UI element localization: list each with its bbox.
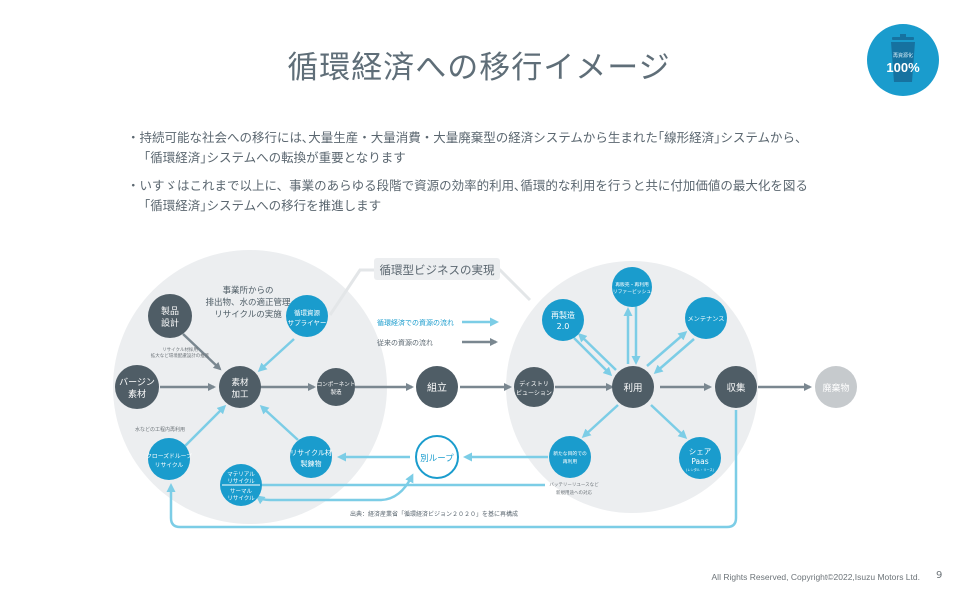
svg-text:収集: 収集	[726, 382, 746, 394]
svg-text:メンテナンス: メンテナンス	[687, 316, 724, 323]
svg-text:廃棄物: 廃棄物	[822, 382, 849, 394]
node-resale: 再販売・再利用 リファービッシュ	[612, 267, 652, 307]
bullet-item: ・いすゞはこれまで以上に、事業のあらゆる段階で資源の効率的利用､循環的な利用を行…	[127, 176, 808, 216]
header-box-text: 循環型ビジネスの実現	[380, 263, 495, 277]
water-note: 水などの工程内再利用	[135, 426, 185, 433]
svg-text:リサイクル: リサイクル	[155, 462, 184, 469]
svg-text:クローズドループ: クローズドループ	[146, 452, 192, 460]
svg-text:マテリアル: マテリアル	[227, 471, 255, 478]
node-material-processing: 素材 加工	[219, 366, 261, 408]
header-box	[374, 258, 500, 280]
battery-note-line: バッテリーリユースなど	[549, 481, 599, 488]
svg-text:(レンタル・リース): (レンタル・リース)	[686, 467, 714, 472]
badge-label: 再資源化	[892, 53, 913, 59]
page-title: 循環経済への移行イメージ	[287, 50, 671, 86]
bullet-list: ・持続可能な社会への移行には､大量生産・大量消費・大量廃棄型の経済システムから生…	[127, 128, 808, 224]
bullet-line: ・持続可能な社会への移行には､大量生産・大量消費・大量廃棄型の経済システムから生…	[127, 130, 808, 145]
svg-text:再利用: 再利用	[563, 458, 578, 465]
badge-value: 100%	[886, 60, 920, 75]
bullet-line: ｢循環経済｣システムへの移行を推進します	[144, 198, 382, 213]
svg-text:素材: 素材	[231, 377, 249, 388]
copyright-footer: All Rights Reserved, Copyright©2022,Isuz…	[711, 572, 920, 582]
node-maintenance: メンテナンス	[685, 297, 727, 339]
node-closed-loop: クローズドループ リサイクル	[146, 438, 192, 480]
svg-text:製品: 製品	[161, 305, 179, 317]
svg-text:再販売・再利用: 再販売・再利用	[615, 281, 649, 288]
svg-text:ビューション: ビューション	[516, 389, 552, 397]
node-recycled-material: リサイクル材 製錬物	[290, 436, 332, 478]
left-caption-line: 事業所からの	[222, 285, 273, 296]
circular-flow-arrows	[166, 300, 738, 529]
node-other-loop: 別ループ	[415, 435, 459, 479]
svg-text:バージン: バージン	[119, 377, 155, 388]
trash-bin-icon	[891, 34, 915, 82]
recycle-100-badge: 再資源化 100%	[867, 24, 939, 96]
source-note: 出典：経済産業省「循環経済ビジョン２０２０」を基に再構成	[350, 510, 518, 518]
svg-text:設計: 設計	[161, 317, 179, 329]
legend-circular-label: 循環経済での資源の流れ	[377, 318, 454, 327]
node-virgin-material: バージン 素材	[115, 365, 159, 409]
svg-text:再製造: 再製造	[551, 310, 575, 320]
design-note-line: 拡大など環境配慮設計の推進	[151, 352, 210, 359]
svg-text:サプライヤー: サプライヤー	[288, 319, 327, 327]
left-caption-line: 排出物、水の適正管理	[205, 297, 291, 308]
design-note-line: リサイクル材採用	[162, 346, 198, 353]
left-caption-line: リサイクルの実施	[214, 309, 282, 320]
bullet-line: ｢循環経済｣システムへの転換が重要となります	[144, 150, 406, 165]
svg-text:利用: 利用	[623, 382, 642, 394]
svg-text:別ループ: 別ループ	[420, 454, 454, 464]
svg-text:ディストリ: ディストリ	[519, 380, 549, 388]
svg-text:製錬物: 製錬物	[301, 459, 322, 468]
battery-note-line: 新規用途への対応	[556, 489, 592, 496]
svg-text:リファービッシュ: リファービッシュ	[613, 288, 652, 295]
node-new-use: 新たな目的での 再利用	[549, 436, 591, 478]
svg-text:加工: 加工	[231, 389, 249, 400]
svg-text:素材: 素材	[128, 388, 146, 400]
node-waste: 廃棄物	[815, 366, 857, 408]
bullet-item: ・持続可能な社会への移行には､大量生産・大量消費・大量廃棄型の経済システムから生…	[127, 128, 808, 168]
node-assembly: 組立	[416, 366, 458, 408]
svg-text:コンポーネント: コンポーネント	[317, 381, 356, 388]
svg-text:2.0: 2.0	[557, 322, 570, 331]
svg-text:Paas: Paas	[691, 457, 708, 466]
node-collection: 収集	[715, 366, 757, 408]
svg-text:サーマル: サーマル	[230, 488, 253, 495]
node-share-paas: シェア Paas (レンタル・リース)	[679, 437, 721, 479]
svg-text:リサイクル材: リサイクル材	[290, 448, 332, 457]
node-circular-supplier: 循環資源 サプライヤー	[286, 295, 328, 337]
node-product-design: 製品 設計	[148, 294, 192, 338]
legend-linear-label: 従来の資源の流れ	[377, 338, 433, 347]
node-remanufacture: 再製造 2.0	[542, 299, 584, 341]
linear-flow-arrows	[160, 333, 812, 391]
svg-text:組立: 組立	[427, 381, 447, 394]
page-number: 9	[936, 570, 943, 581]
node-component-mfg: コンポーネント 製造	[317, 368, 356, 406]
node-distribution: ディストリ ビューション	[514, 367, 554, 407]
svg-text:新たな目的での: 新たな目的での	[553, 450, 587, 457]
node-use: 利用	[612, 366, 654, 408]
svg-text:リサイクル: リサイクル	[227, 495, 255, 502]
bullet-line: ・いすゞはこれまで以上に、事業のあらゆる段階で資源の効率的利用､循環的な利用を行…	[127, 178, 808, 193]
svg-text:製造: 製造	[330, 388, 342, 396]
node-material-thermal-recycle: マテリアル リサイクル サーマル リサイクル	[220, 464, 262, 506]
svg-text:循環資源: 循環資源	[294, 308, 321, 317]
svg-text:シェア: シェア	[689, 447, 712, 456]
svg-text:リサイクル: リサイクル	[227, 478, 255, 485]
